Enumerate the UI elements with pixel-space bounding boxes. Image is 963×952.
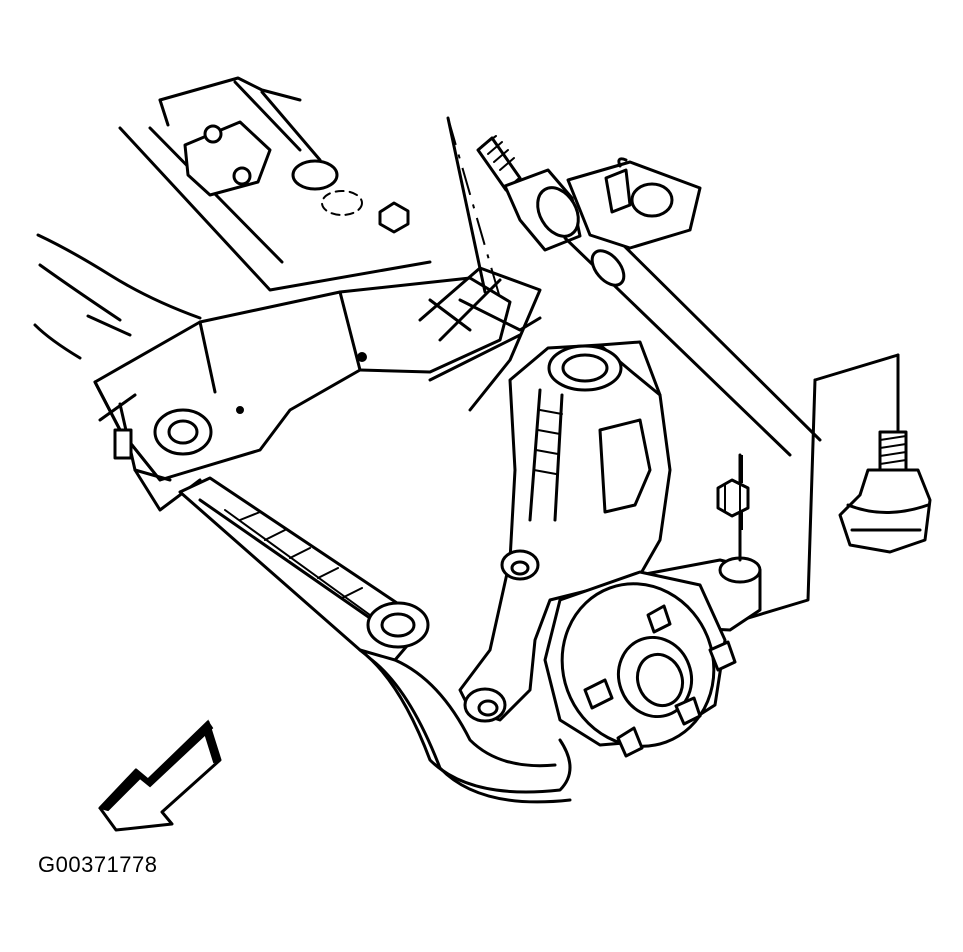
knuckle-window (598, 418, 652, 514)
wheel-stud (583, 678, 614, 710)
steering-linkage (446, 116, 822, 457)
upper-insulator (291, 159, 339, 191)
lower-control-arm (178, 298, 572, 804)
frame-crossmember (33, 76, 542, 512)
castle-nut (716, 478, 750, 518)
front-direction-arrow (98, 719, 222, 832)
lower-arm-ribs (239, 511, 363, 599)
wheel-stud (646, 604, 672, 634)
wheel-hub (543, 570, 737, 758)
figure-id-label: G00371778 (38, 852, 158, 877)
steering-arm-boss (718, 556, 762, 584)
wheel-stud (708, 640, 737, 672)
wheel-stud (616, 726, 644, 758)
mount-nut (378, 201, 410, 234)
body-mount-plate (183, 120, 272, 197)
wheel-stud (674, 696, 702, 726)
crossmember-left-box (93, 290, 362, 482)
steering-knuckle (458, 340, 672, 723)
